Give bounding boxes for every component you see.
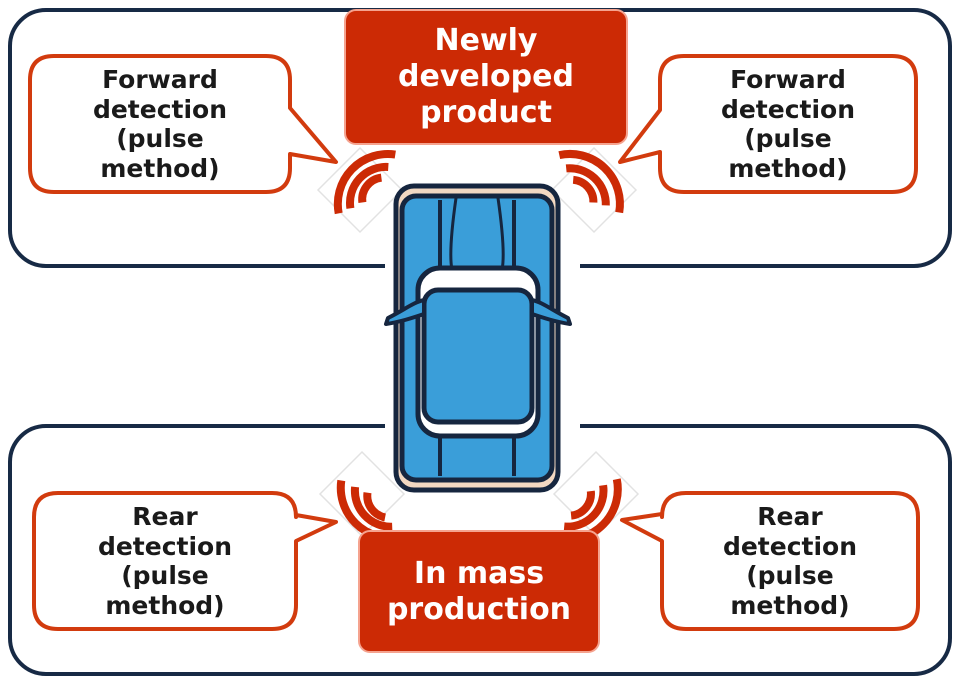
callout-front-right: Forward detection (pulse method) — [660, 56, 916, 192]
newly-developed-text: Newly developed product — [398, 23, 574, 130]
callout-bubble-rear-left — [32, 491, 338, 631]
callout-rear-right-text: Rear detection (pulse method) — [722, 502, 858, 620]
newly-developed-label: Newly developed product — [344, 9, 628, 145]
callout-front-left-text: Forward detection (pulse method) — [92, 65, 228, 183]
callout-rear-left-text: Rear detection (pulse method) — [97, 502, 233, 620]
callout-front-right-text: Forward detection (pulse method) — [720, 65, 856, 183]
car-top-view-icon — [384, 183, 572, 493]
callout-front-left: Forward detection (pulse method) — [30, 56, 290, 192]
callout-bubble-front-right — [618, 54, 918, 194]
callout-bubble-front-left — [28, 54, 338, 194]
callout-rear-right: Rear detection (pulse method) — [662, 493, 918, 629]
in-mass-production-text: In mass production — [386, 555, 572, 627]
in-mass-production-label: In mass production — [358, 530, 600, 653]
callout-rear-left: Rear detection (pulse method) — [34, 493, 296, 629]
callout-bubble-rear-right — [620, 491, 920, 631]
